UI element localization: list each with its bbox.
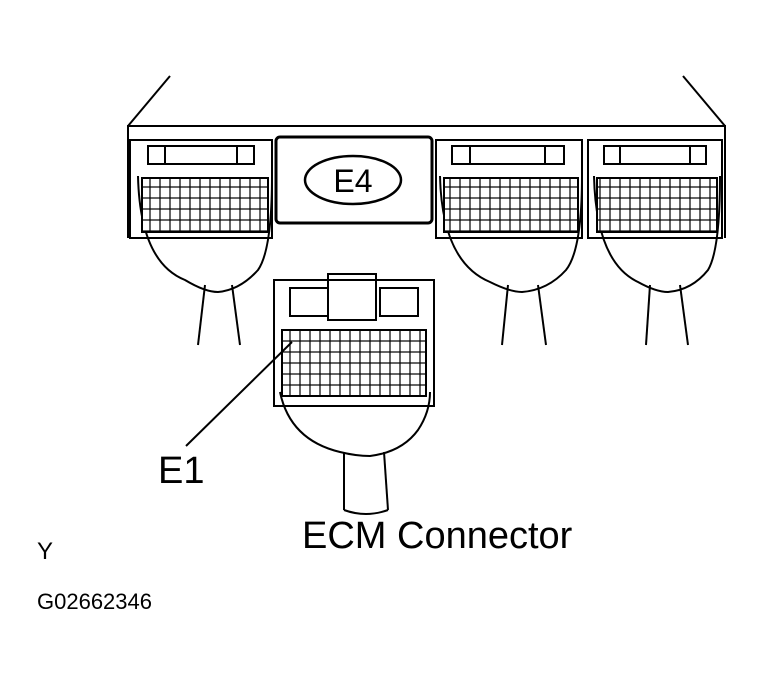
figure-code: G02662346	[37, 589, 152, 614]
e4-label-plate	[274, 135, 434, 225]
ecm-body	[127, 75, 726, 238]
e1-leader-line	[185, 341, 293, 447]
ecm-connector-right	[587, 139, 723, 346]
ecm-connector-caption: ECM Connector	[302, 515, 573, 557]
e1-label: E1	[158, 450, 205, 492]
ecm-connector-center-right	[435, 139, 583, 346]
e1-connector	[273, 273, 435, 515]
ecm-connector-left	[129, 139, 273, 346]
e4-label: E4	[333, 163, 372, 199]
view-label: Y	[37, 538, 54, 565]
